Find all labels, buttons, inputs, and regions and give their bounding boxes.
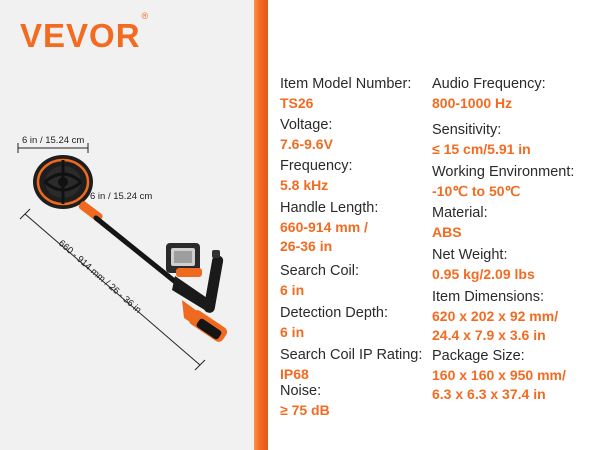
spec-working-environment: Working Environment: -10℃ to 50℃: [432, 163, 574, 201]
spec-coil-ip-rating: Search Coil IP Rating: IP68: [280, 346, 422, 384]
spec-label: Material:: [432, 205, 488, 221]
spec-label: Detection Depth:: [280, 305, 389, 321]
spec-label: Frequency:: [280, 158, 353, 174]
spec-label: Working Environment:: [432, 164, 575, 180]
spec-item-dimensions: Item Dimensions: 620 x 202 x 92 mm/ 24.4…: [432, 288, 558, 345]
spec-search-coil: Search Coil: 6 in: [280, 262, 359, 300]
svg-text:6 in / 15.24 cm: 6 in / 15.24 cm: [90, 191, 152, 202]
spec-value: 800-1000 Hz: [432, 95, 513, 111]
spec-value: 620 x 202 x 92 mm/: [432, 308, 559, 324]
spec-package-size: Package Size: 160 x 160 x 950 mm/ 6.3 x …: [432, 347, 566, 404]
spec-label: Item Model Number:: [280, 76, 412, 92]
control-box: [166, 243, 202, 277]
spec-voltage: Voltage: 7.6-9.6V: [280, 116, 333, 154]
spec-value: ABS: [432, 224, 462, 240]
spec-value: 6 in: [280, 282, 305, 298]
spec-label: Package Size:: [432, 348, 525, 364]
spec-value: 5.8 kHz: [280, 177, 329, 193]
spec-label: Sensitivity:: [432, 122, 502, 138]
spec-value: -10℃ to 50℃: [432, 183, 521, 199]
spec-value: 7.6-9.6V: [280, 136, 333, 152]
spec-value: 6 in: [280, 324, 305, 340]
spec-audio-frequency: Audio Frequency: 800-1000 Hz: [432, 75, 546, 113]
spec-label: Voltage:: [280, 117, 333, 133]
spec-label: Search Coil IP Rating:: [280, 347, 423, 363]
svg-text:660 - 914 mm / 26 - 36 in: 660 - 914 mm / 26 - 36 in: [56, 238, 143, 316]
handle-grip: [203, 250, 224, 313]
spec-value: 0.95 kg/2.09 lbs: [432, 266, 535, 282]
coil-width-dimension: 6 in / 15.24 cm: [17, 135, 89, 153]
spec-value: 26-36 in: [280, 238, 333, 254]
orange-divider-bar: [254, 0, 268, 450]
specifications-panel: Item Model Number: TS26 Voltage: 7.6-9.6…: [268, 0, 600, 450]
spec-value: ≤ 15 cm/5.91 in: [432, 141, 531, 157]
spec-net-weight: Net Weight: 0.95 kg/2.09 lbs: [432, 246, 535, 284]
spec-noise: Noise: ≥ 75 dB: [280, 382, 330, 420]
detector-shaft: [93, 215, 181, 287]
spec-value: 24.4 x 7.9 x 3.6 in: [432, 327, 546, 343]
spec-model-number: Item Model Number: TS26: [280, 75, 411, 113]
spec-label: Net Weight:: [432, 247, 508, 263]
search-coil: [33, 155, 93, 209]
spec-value: 660-914 mm /: [280, 219, 368, 235]
arm-cuff: [172, 276, 228, 342]
spec-frequency: Frequency: 5.8 kHz: [280, 157, 353, 195]
spec-label: Item Dimensions:: [432, 289, 545, 305]
product-image-panel: VEVOR® 6 in / 15.24 cm 6 in / 15.24 cm 6…: [0, 0, 254, 450]
spec-material: Material: ABS: [432, 204, 488, 242]
svg-text:6 in / 15.24 cm: 6 in / 15.24 cm: [22, 135, 84, 146]
metal-detector-illustration: 6 in / 15.24 cm 6 in / 15.24 cm 660 - 91…: [17, 135, 228, 371]
brand-logo: VEVOR®: [20, 11, 150, 54]
spec-label: Handle Length:: [280, 200, 379, 216]
spec-label: Search Coil:: [280, 263, 359, 279]
spec-value: IP68: [280, 366, 309, 382]
spec-value: TS26: [280, 95, 314, 111]
spec-label: Audio Frequency:: [432, 76, 546, 92]
spec-detection-depth: Detection Depth: 6 in: [280, 304, 388, 342]
spec-value: 6.3 x 6.3 x 37.4 in: [432, 386, 546, 402]
coil-depth-dimension: 6 in / 15.24 cm: [83, 178, 152, 202]
spec-handle-length: Handle Length: 660-914 mm / 26-36 in: [280, 199, 378, 256]
spec-value: 160 x 160 x 950 mm/: [432, 367, 566, 383]
spec-sensitivity: Sensitivity: ≤ 15 cm/5.91 in: [432, 121, 531, 159]
spec-value: ≥ 75 dB: [280, 402, 330, 418]
spec-label: Noise:: [280, 383, 322, 399]
